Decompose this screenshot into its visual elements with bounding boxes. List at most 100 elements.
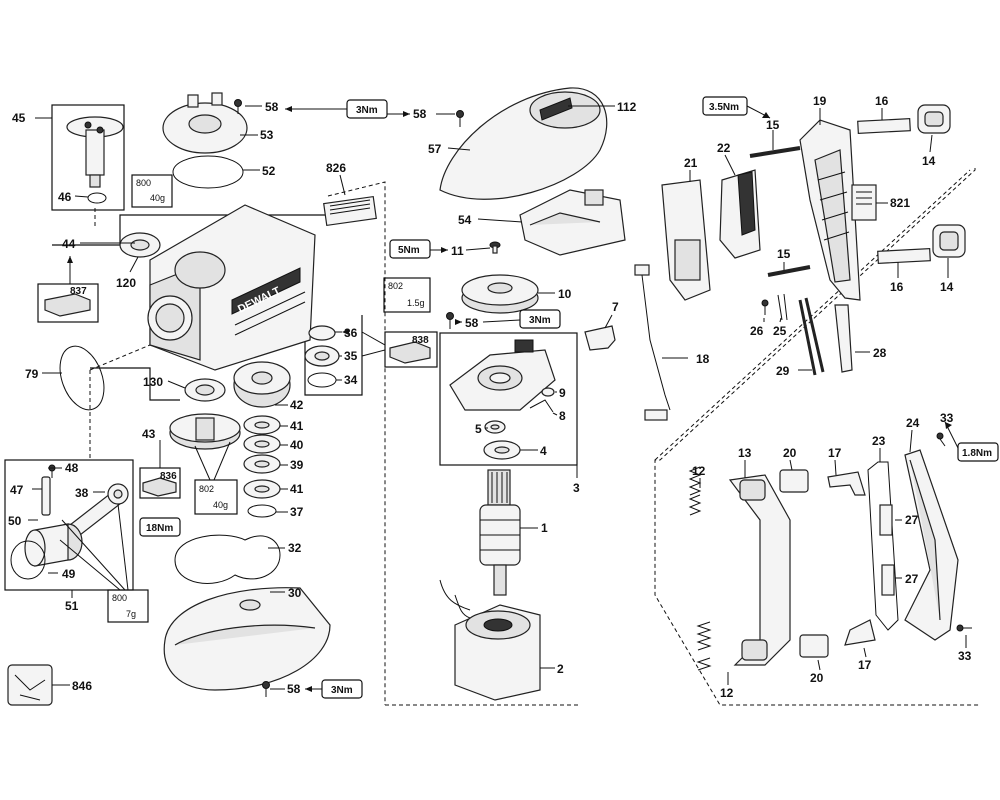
lube-box-800-7g: 800 7g <box>107 589 149 623</box>
svg-text:838: 838 <box>412 335 429 346</box>
callout-20-top: 20 <box>783 446 797 460</box>
svg-text:3.5Nm: 3.5Nm <box>709 102 739 113</box>
part-41-bearing-bottom <box>243 479 281 499</box>
callout-41-top: 41 <box>290 419 304 433</box>
callout-2: 2 <box>557 662 564 676</box>
part-26-screw <box>761 299 769 315</box>
arrowheads <box>67 106 952 692</box>
callout-27-bottom: 27 <box>905 572 919 586</box>
svg-text:802: 802 <box>388 281 403 291</box>
callout-18: 18 <box>696 352 710 366</box>
callout-120: 120 <box>116 276 136 290</box>
callout-50: 50 <box>8 514 22 528</box>
callout-17-top: 17 <box>828 446 842 460</box>
part-16-rail-top <box>857 118 911 134</box>
group-box-51 <box>4 459 134 591</box>
callout-52: 52 <box>262 164 276 178</box>
callout-58-mid: 58 <box>465 316 479 330</box>
group-box-3 <box>439 332 578 466</box>
part-27-tube-bottom <box>881 564 895 596</box>
callout-47: 47 <box>10 483 24 497</box>
part-11-screw <box>489 241 501 254</box>
callout-57: 57 <box>428 142 442 156</box>
callout-25: 25 <box>773 324 787 338</box>
part-8-wire <box>529 399 554 413</box>
part-29-cord <box>798 297 825 376</box>
callout-33-bottom: 33 <box>958 649 972 663</box>
part-28-cord-protector <box>834 304 853 373</box>
callout-53: 53 <box>260 128 274 142</box>
callout-4: 4 <box>540 444 547 458</box>
part-24-grip <box>904 449 959 641</box>
callout-30: 30 <box>288 586 302 600</box>
callout-24: 24 <box>906 416 920 430</box>
callout-26: 26 <box>750 324 764 338</box>
callout-41-bottom: 41 <box>290 482 304 496</box>
callout-54: 54 <box>458 213 472 227</box>
svg-text:18Nm: 18Nm <box>146 523 173 534</box>
part-826-label <box>323 195 377 227</box>
part-32-gasket <box>174 534 281 584</box>
callout-58-cover: 58 <box>413 107 427 121</box>
callout-10: 10 <box>558 287 572 301</box>
part-79-oring <box>59 345 105 411</box>
callout-846: 846 <box>72 679 92 693</box>
svg-text:800: 800 <box>136 178 151 188</box>
part-40-bearing <box>243 434 281 454</box>
callout-numbers: 45 46 58 58 53 52 826 44 120 79 130 36 3… <box>8 94 972 700</box>
svg-text:1.5g: 1.5g <box>407 298 425 308</box>
part-120-bearing <box>119 232 161 258</box>
callout-16-top: 16 <box>875 94 889 108</box>
part-58-screw-bottom <box>262 681 270 697</box>
callout-27-top: 27 <box>905 513 919 527</box>
callout-14-bottom: 14 <box>940 280 954 294</box>
callout-12-bottom: 12 <box>720 686 734 700</box>
callout-38: 38 <box>75 486 89 500</box>
svg-text:802: 802 <box>199 484 214 494</box>
callout-3: 3 <box>573 481 580 495</box>
part-14-grommet-bottom <box>932 224 966 258</box>
callout-32: 32 <box>288 541 302 555</box>
part-18-wire <box>634 264 671 421</box>
svg-text:1.8Nm: 1.8Nm <box>962 448 992 459</box>
part-15-pin-top <box>749 146 801 158</box>
part-4-bearing <box>483 440 521 460</box>
part-19-handle-half <box>799 119 861 301</box>
callout-11: 11 <box>451 244 464 258</box>
part-35-bearing <box>304 345 340 367</box>
callout-22: 22 <box>717 141 731 155</box>
part-3-brush-holder <box>449 339 556 411</box>
callout-17-bottom: 17 <box>858 658 872 672</box>
callout-44: 44 <box>62 237 76 251</box>
part-58-screw-top <box>234 99 242 114</box>
part-17-lever-top <box>827 471 866 496</box>
torque-box-3nm-mid: 3Nm <box>519 309 561 329</box>
part-12-spring-bottom <box>696 621 712 671</box>
callout-37: 37 <box>290 505 304 519</box>
lube-box-802-40g: 802 40g <box>194 479 238 515</box>
svg-text:836: 836 <box>160 471 177 482</box>
callout-12-top: 12 <box>692 464 706 478</box>
kit-box-838: 838 <box>384 331 438 368</box>
callout-79: 79 <box>25 367 39 381</box>
part-846-bag <box>7 664 53 706</box>
callout-826: 826 <box>326 161 346 175</box>
part-13-side-handle <box>728 474 791 666</box>
part-33-screw-bottom <box>956 624 972 632</box>
part-23-strap <box>867 461 899 631</box>
svg-text:3Nm: 3Nm <box>529 315 551 326</box>
part-14-grommet-top <box>917 104 951 134</box>
part-21-switch <box>661 179 711 301</box>
callout-13: 13 <box>738 446 752 460</box>
part-38-connecting-rod <box>69 483 129 536</box>
part-50-piston <box>24 523 83 567</box>
kit-box-836: 836 <box>139 467 181 499</box>
callout-1: 1 <box>541 521 548 535</box>
part-10-fan <box>461 274 539 314</box>
part-12-spring-top <box>688 466 702 516</box>
callout-14-top: 14 <box>922 154 936 168</box>
part-52-gasket <box>172 155 244 189</box>
svg-text:7g: 7g <box>126 609 136 619</box>
part-37-circlip <box>247 504 277 518</box>
callout-46: 46 <box>58 190 72 204</box>
